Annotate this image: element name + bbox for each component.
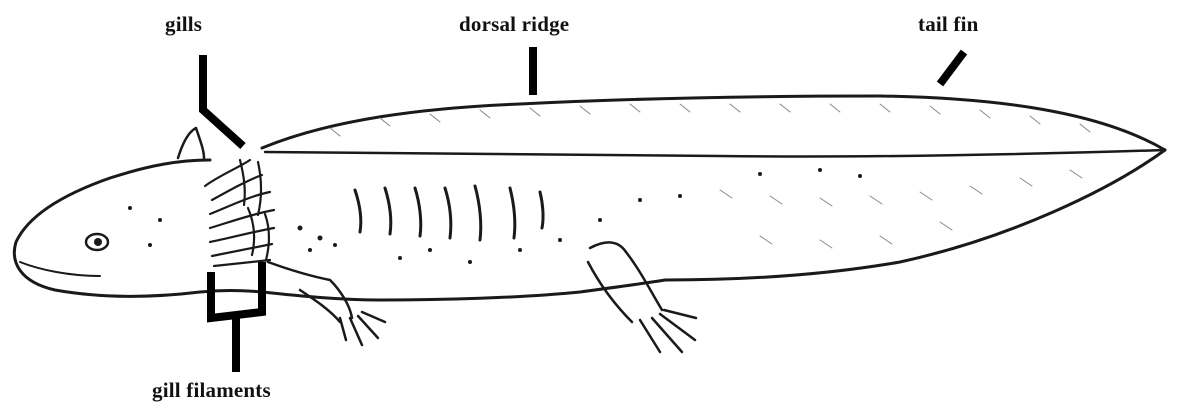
tail-fin-leader bbox=[940, 52, 964, 84]
dorsal-fin-outline bbox=[262, 96, 1165, 150]
tail-fin-label: tail fin bbox=[918, 12, 979, 37]
fin-texture bbox=[330, 104, 1090, 248]
head-outline bbox=[14, 160, 262, 296]
hind-foot bbox=[640, 310, 696, 352]
gill-filaments-bracket bbox=[211, 262, 262, 372]
costal-grooves bbox=[355, 186, 543, 240]
tail-midline bbox=[265, 150, 1165, 157]
gill-filaments-label: gill filaments bbox=[152, 378, 271, 403]
front-foot bbox=[340, 312, 385, 345]
gills-label: gills bbox=[165, 12, 202, 37]
gills-leader bbox=[203, 55, 243, 146]
mouth-line bbox=[20, 262, 100, 276]
gill-stalk bbox=[178, 128, 204, 158]
dorsal-ridge-label: dorsal ridge bbox=[459, 12, 569, 37]
skin-speckles bbox=[128, 168, 862, 264]
ventral-fin-outline bbox=[665, 150, 1165, 280]
gill-filaments-drawing bbox=[205, 160, 274, 266]
front-leg bbox=[268, 262, 352, 322]
